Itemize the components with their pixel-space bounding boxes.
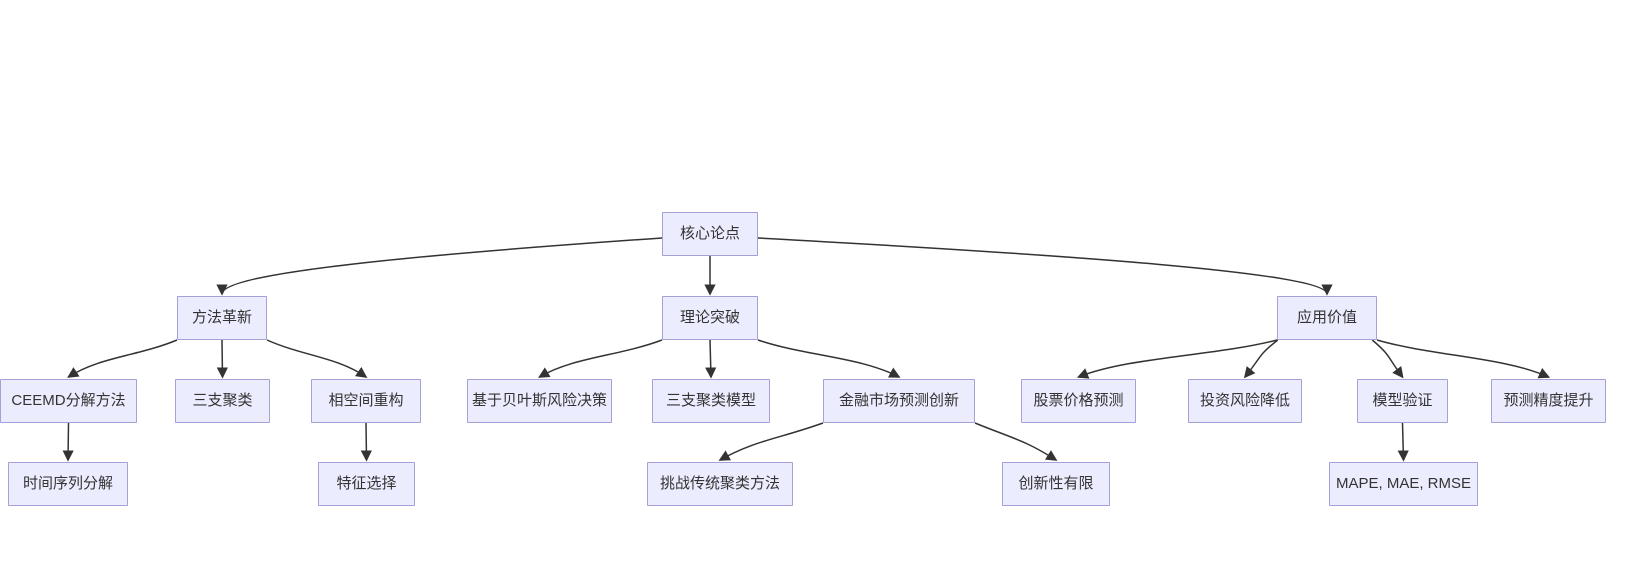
edges-group [62,237,1551,462]
node-stock: 股票价格预测 [1021,379,1136,423]
edge-theory-bayes [538,339,663,378]
node-ceemd: CEEMD分解方法 [0,379,137,423]
edge-method-threeway [216,339,228,379]
node-finance: 金融市场预测创新 [823,379,975,423]
node-metrics: MAPE, MAE, RMSE [1329,462,1478,506]
node-label: 三支聚类模型 [665,392,756,409]
edge-theory-finance [757,339,901,378]
node-theory: 理论突破 [662,296,758,340]
node-label: CEEMD分解方法 [11,392,126,409]
node-label: 时间序列分解 [22,475,113,492]
node-label: 应用价值 [1296,309,1357,326]
edge-method-ceemd [67,339,178,378]
node-risk: 投资风险降低 [1188,379,1302,423]
node-label: 金融市场预测创新 [838,392,959,409]
node-limited: 创新性有限 [1002,462,1110,506]
edge-applied-validate [1371,339,1404,379]
node-twmodel: 三支聚类模型 [652,379,770,423]
node-label: 相空间重构 [328,392,404,409]
node-label: 方法革新 [191,309,252,326]
edge-ceemd-tsdecomp [62,422,74,462]
node-feature: 特征选择 [318,462,415,506]
node-label: 三支聚类 [192,392,253,409]
node-label: 挑战传统聚类方法 [659,475,780,492]
edge-core-applied [757,237,1333,296]
node-accuracy: 预测精度提升 [1491,379,1606,423]
edge-applied-stock [1076,339,1278,379]
edge-theory-twmodel [705,339,717,379]
edge-core-method [216,237,663,296]
node-applied: 应用价值 [1277,296,1377,340]
node-label: 股票价格预测 [1033,392,1124,409]
edge-applied-risk [1243,339,1279,379]
node-label: 基于贝叶斯风险决策 [472,392,608,409]
node-tsdecomp: 时间序列分解 [8,462,128,506]
node-core: 核心论点 [662,212,758,256]
node-label: 投资风险降低 [1199,392,1290,409]
edge-phase-feature [360,422,372,462]
node-label: 创新性有限 [1018,475,1094,492]
node-label: 预测精度提升 [1503,392,1594,409]
edge-validate-metrics [1397,422,1409,462]
node-label: 模型验证 [1372,392,1433,409]
node-challenge: 挑战传统聚类方法 [647,462,793,506]
edge-finance-challenge [718,422,824,461]
node-phase: 相空间重构 [311,379,421,423]
node-validate: 模型验证 [1357,379,1448,423]
node-label: 核心论点 [679,225,740,242]
node-label: MAPE, MAE, RMSE [1335,475,1472,492]
edge-finance-limited [974,422,1058,461]
node-label: 特征选择 [336,475,397,492]
edge-method-phase [266,339,368,378]
node-bayes: 基于贝叶斯风险决策 [467,379,612,423]
edge-applied-accuracy [1376,339,1551,379]
node-method: 方法革新 [177,296,267,340]
node-label: 理论突破 [679,309,740,326]
node-threeway: 三支聚类 [175,379,270,423]
